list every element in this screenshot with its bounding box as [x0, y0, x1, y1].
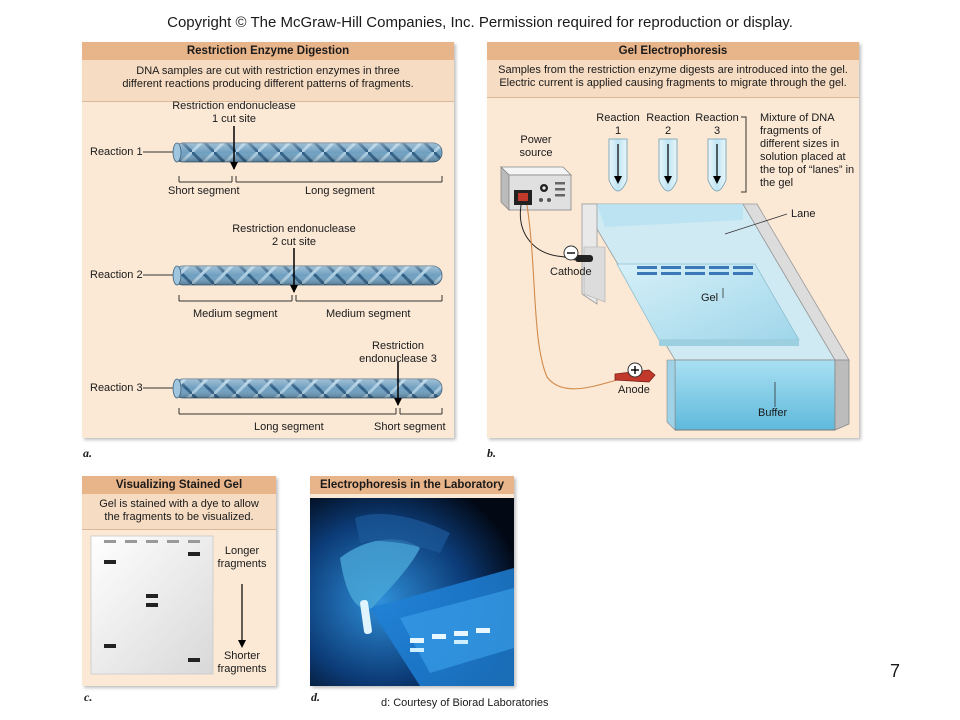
dna-strand-reaction-3 — [143, 362, 443, 415]
panel-c-description: Gel is stained with a dye to allow the f… — [82, 494, 276, 530]
panel-lab-photo: Electrophoresis in the Laboratory — [310, 476, 514, 686]
panel-c-letter: c. — [84, 690, 93, 704]
r2-medium-segment-left-label: Medium segment — [193, 308, 278, 320]
sample-tube-2 — [658, 138, 678, 192]
photo-credit: d: Courtesy of Biorad Laboratories — [381, 697, 549, 709]
enzyme-3-line2: endonuclease 3 — [359, 353, 437, 365]
reaction-tube-2-label: Reaction 2 — [643, 112, 693, 138]
enzyme-1-label: Restriction endonuclease 1 cut site — [164, 100, 304, 126]
reaction-tube-1-label: Reaction 1 — [593, 112, 643, 138]
copyright-notice: Copyright © The McGraw-Hill Companies, I… — [167, 14, 793, 31]
power-source-line2: source — [519, 147, 553, 159]
panel-a-desc-line2: different reactions producing different … — [122, 78, 414, 90]
shorter-line2: fragments — [217, 663, 267, 675]
panel-a-description: DNA samples are cut with restriction enz… — [82, 60, 454, 102]
enzyme-3-line1: Restriction — [372, 340, 424, 352]
dna-diagrams — [143, 126, 443, 415]
r3-long-segment-label: Long segment — [254, 421, 324, 433]
anode-plug — [614, 362, 656, 383]
reaction-tube-3-label: Reaction 3 — [692, 112, 742, 138]
panel-a-desc-line1: DNA samples are cut with restriction enz… — [136, 65, 400, 77]
stained-gel-image — [90, 535, 246, 675]
reaction-tube-1-number: 1 — [614, 125, 622, 137]
sample-tube-3 — [707, 138, 727, 192]
longer-fragments-label: Longer fragments — [216, 545, 268, 571]
panel-c-title: Visualizing Stained Gel — [82, 476, 276, 494]
panel-stained-gel: Visualizing Stained Gel Gel is stained w… — [82, 476, 276, 686]
anode-label: Anode — [618, 384, 650, 396]
panel-c-desc-line2: the fragments to be visualized. — [104, 511, 254, 523]
buffer-label: Buffer — [758, 407, 788, 419]
longer-line1: Longer — [224, 545, 260, 557]
enzyme-3-label: Restriction endonuclease 3 — [348, 340, 448, 366]
panel-b-description: Samples from the restriction enzyme dige… — [487, 60, 859, 98]
reaction-tube-3-word: Reaction — [695, 112, 739, 124]
reaction-tube-3-number: 3 — [713, 125, 721, 137]
reaction-tube-2-word: Reaction — [646, 112, 690, 124]
cathode-plug — [563, 245, 593, 262]
reaction-2-label: Reaction 2 — [90, 269, 143, 281]
r2-medium-segment-right-label: Medium segment — [326, 308, 411, 320]
panel-gel-electrophoresis: Gel Electrophoresis Samples from the res… — [487, 42, 859, 438]
mixture-line5: the top of “lanes” in — [760, 164, 855, 176]
panel-restriction-digestion: Restriction Enzyme Digestion DNA samples… — [82, 42, 454, 438]
lane-label: Lane — [791, 208, 816, 220]
r3-short-segment-label: Short segment — [374, 421, 446, 433]
panel-b-letter: b. — [487, 446, 496, 460]
gel-tray — [581, 203, 850, 431]
sample-tube-1 — [608, 138, 628, 192]
gel-label: Gel — [701, 292, 719, 304]
mixture-line6: the gel — [760, 177, 794, 189]
panel-a-letter: a. — [83, 446, 92, 460]
electrophoresis-apparatus — [500, 116, 850, 431]
panel-d-letter: d. — [311, 690, 320, 704]
panel-b-desc-line1: Samples from the restriction enzyme dige… — [498, 64, 848, 76]
longer-line2: fragments — [217, 558, 267, 570]
mixture-line3: different sizes in — [760, 138, 840, 150]
dna-strand-reaction-1 — [143, 126, 443, 183]
enzyme-2-line2: 2 cut site — [271, 236, 317, 248]
power-source-box — [500, 166, 572, 211]
shorter-line1: Shorter — [223, 650, 261, 662]
cathode-label: Cathode — [550, 266, 592, 278]
panel-b-desc-line2: Electric current is applied causing frag… — [499, 77, 847, 89]
lab-photo — [310, 498, 514, 686]
mixture-line4: solution placed at — [760, 151, 846, 163]
reaction-tube-2-number: 2 — [664, 125, 672, 137]
r1-short-segment-label: Short segment — [168, 185, 240, 197]
panel-b-title: Gel Electrophoresis — [487, 42, 859, 60]
mixture-label: Mixture of DNA fragments of different si… — [760, 112, 854, 190]
panel-d-title: Electrophoresis in the Laboratory — [310, 476, 514, 494]
mixture-line1: Mixture of DNA — [760, 112, 835, 124]
panel-a-title: Restriction Enzyme Digestion — [82, 42, 454, 60]
power-source-line1: Power — [520, 134, 552, 146]
enzyme-2-line1: Restriction endonuclease — [232, 223, 356, 235]
page-number: 7 — [890, 661, 901, 681]
enzyme-2-label: Restriction endonuclease 2 cut site — [224, 223, 364, 249]
enzyme-1-line1: Restriction endonuclease — [172, 100, 296, 112]
mixture-line2: fragments of — [760, 125, 822, 137]
reaction-tube-1-word: Reaction — [596, 112, 640, 124]
shorter-fragments-label: Shorter fragments — [216, 650, 268, 676]
power-source-label: Power source — [511, 134, 561, 160]
reaction-1-label: Reaction 1 — [90, 146, 143, 158]
panel-c-desc-line1: Gel is stained with a dye to allow — [99, 498, 259, 510]
dna-strand-reaction-2 — [143, 248, 443, 302]
reaction-3-label: Reaction 3 — [90, 382, 143, 394]
r1-long-segment-label: Long segment — [305, 185, 375, 197]
enzyme-1-line2: 1 cut site — [211, 113, 257, 125]
